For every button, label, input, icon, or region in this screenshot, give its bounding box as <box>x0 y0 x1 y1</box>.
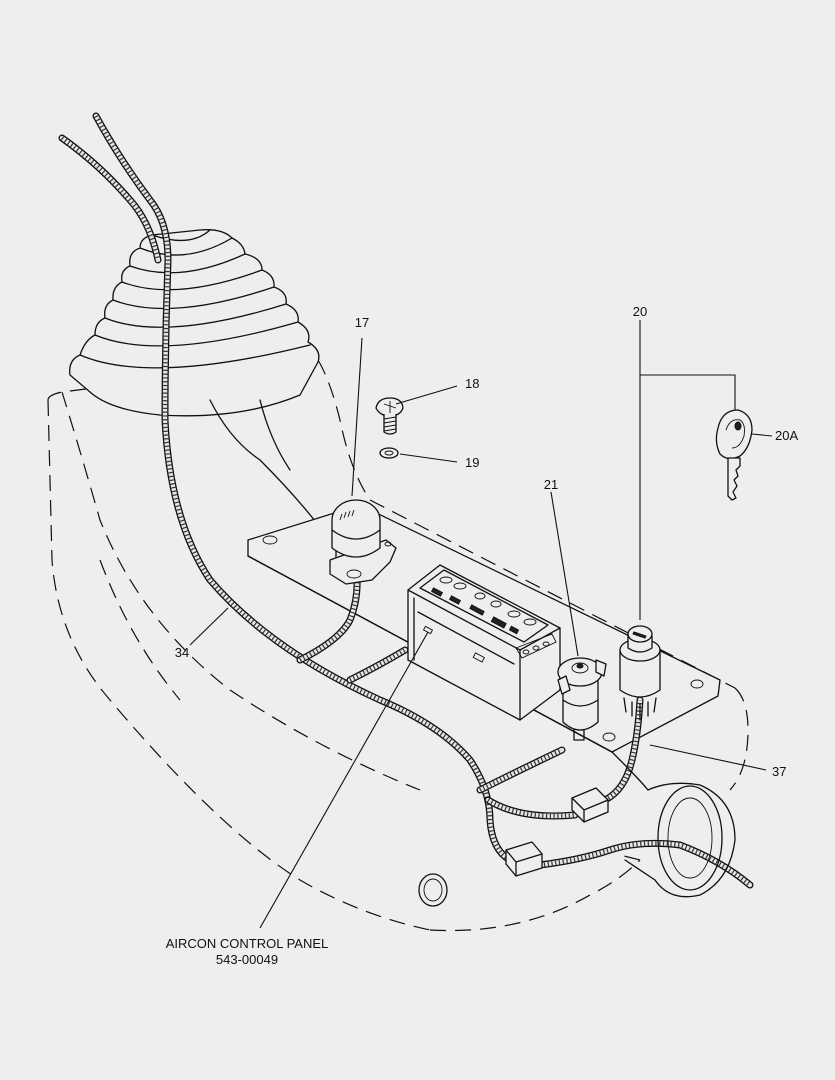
connector-lower <box>505 841 543 877</box>
callout-17: 17 <box>354 315 370 330</box>
leader-37 <box>649 744 767 771</box>
leader-34 <box>189 607 229 646</box>
screw-18 <box>375 397 404 435</box>
callout-18: 18 <box>465 376 480 391</box>
callout-20a: 20A <box>775 428 799 443</box>
harness-37 <box>536 696 754 889</box>
callout-37: 37 <box>772 764 787 779</box>
leader-17 <box>351 337 363 497</box>
washer-19 <box>379 447 399 459</box>
callout-34: 34 <box>174 645 190 660</box>
leader-aircon <box>259 631 429 929</box>
leader-21 <box>550 491 579 657</box>
key-20a <box>715 409 753 501</box>
leader-20a <box>751 433 773 437</box>
leader-20-key <box>640 374 736 410</box>
key-switch-20 <box>619 625 661 721</box>
console-boss <box>418 873 448 907</box>
callout-19: 19 <box>465 455 480 470</box>
aircon-control-panel <box>407 564 561 721</box>
joystick-boot <box>69 229 331 541</box>
connector-upper <box>571 787 609 823</box>
power-socket-17 <box>329 499 397 585</box>
caption-part-name: AIRCON CONTROL PANEL <box>165 936 329 951</box>
rear-tube <box>611 751 736 898</box>
console-outline <box>47 359 749 932</box>
leader-18 <box>395 385 458 405</box>
callout-21: 21 <box>543 477 559 492</box>
switch-21 <box>557 657 607 741</box>
leader-19 <box>399 453 458 463</box>
caption-part-number: 543-00049 <box>215 952 279 967</box>
callout-20: 20 <box>632 304 648 319</box>
harness-34 <box>58 112 579 864</box>
leader-lines <box>189 320 773 929</box>
